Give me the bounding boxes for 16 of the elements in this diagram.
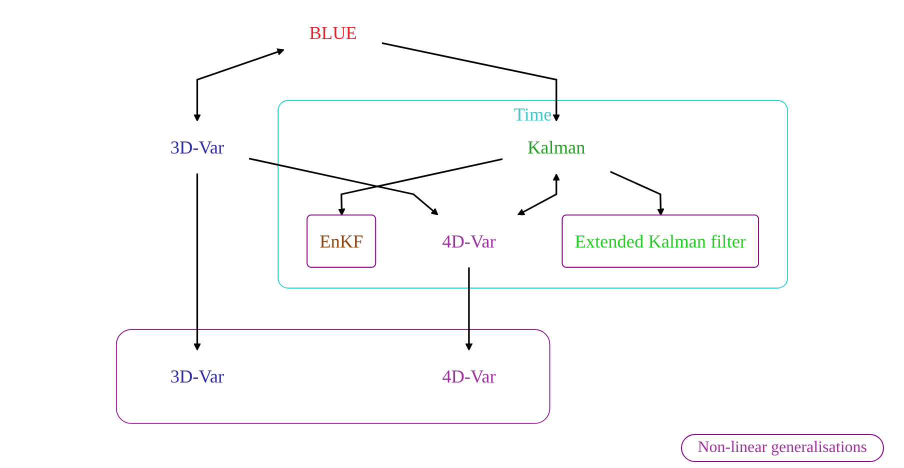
arrow (338, 158, 503, 216)
arrow (517, 174, 560, 216)
arrow (194, 48, 284, 122)
node-text: 4D-Var (442, 230, 496, 252)
legend-entry: Non-linear generalisations (680, 434, 884, 462)
node-text: 3D-Var (170, 136, 224, 158)
arrow (248, 158, 438, 216)
arrow (382, 42, 560, 122)
node-text: 3D-Var (170, 366, 224, 387)
arrow (194, 174, 201, 351)
cluster (116, 329, 550, 424)
node-text: Kalman (527, 136, 586, 158)
node-text: 4D-Var (442, 366, 496, 387)
arrow (465, 267, 473, 351)
arrow (610, 170, 664, 216)
node-text: BLUE (309, 22, 357, 44)
